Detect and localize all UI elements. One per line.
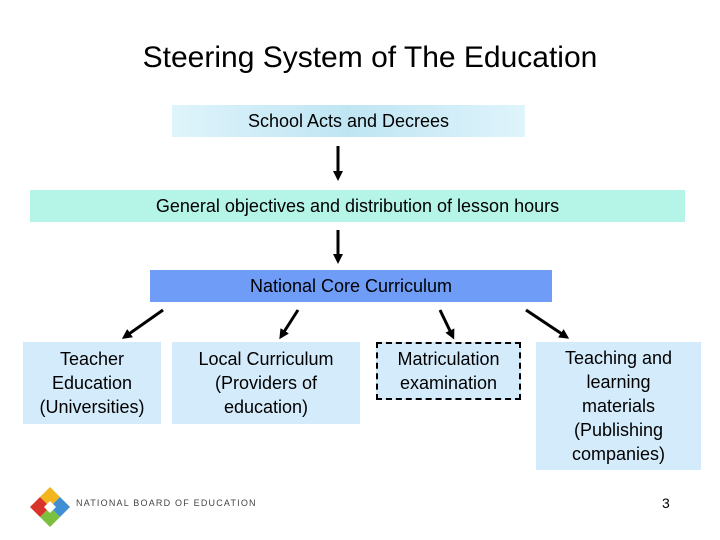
- matriculation-line: Matriculation: [397, 349, 500, 369]
- board-logo-icon: [30, 487, 70, 527]
- national-core-curriculum-box: National Core Curriculum: [150, 270, 552, 302]
- teaching-materials-line: materials: [581, 396, 656, 416]
- teacher-education-line: Teacher: [59, 349, 125, 369]
- teaching-materials-line: (Publishing: [573, 420, 664, 440]
- teacher-education-box: Teacher Education (Universities): [23, 342, 161, 424]
- board-logo-text: NATIONAL BOARD OF EDUCATION: [76, 498, 257, 508]
- teaching-materials-line: Teaching and: [564, 348, 673, 368]
- school-acts-label: School Acts and Decrees: [247, 111, 450, 131]
- matriculation-line: examination: [399, 373, 498, 393]
- arrow-ncc-to-local: [279, 309, 300, 340]
- teacher-education-line: Education: [51, 373, 133, 393]
- arrow-ncc-to-matric: [438, 309, 455, 340]
- teacher-education-line: (Universities): [39, 397, 145, 417]
- general-objectives-label: General objectives and distribution of l…: [155, 196, 560, 216]
- school-acts-box: School Acts and Decrees: [172, 105, 525, 137]
- local-curriculum-line: (Providers of: [214, 373, 318, 393]
- local-curriculum-line: education): [223, 397, 309, 417]
- arrow-ncc-to-teacher: [121, 308, 164, 339]
- local-curriculum-box: Local Curriculum (Providers of education…: [172, 342, 360, 424]
- matriculation-box: Matriculation examination: [376, 342, 521, 400]
- slide-title: Steering System of The Education: [142, 41, 598, 74]
- local-curriculum-line: Local Curriculum: [198, 349, 334, 369]
- page-number: 3: [662, 495, 670, 511]
- teaching-materials-box: Teaching and learning materials (Publish…: [536, 342, 701, 470]
- teaching-materials-line: learning: [586, 372, 651, 392]
- teaching-materials-line: companies): [571, 444, 666, 464]
- arrow-ncc-to-materials: [525, 308, 570, 339]
- national-core-curriculum-label: National Core Curriculum: [249, 276, 453, 296]
- general-objectives-box: General objectives and distribution of l…: [30, 190, 685, 222]
